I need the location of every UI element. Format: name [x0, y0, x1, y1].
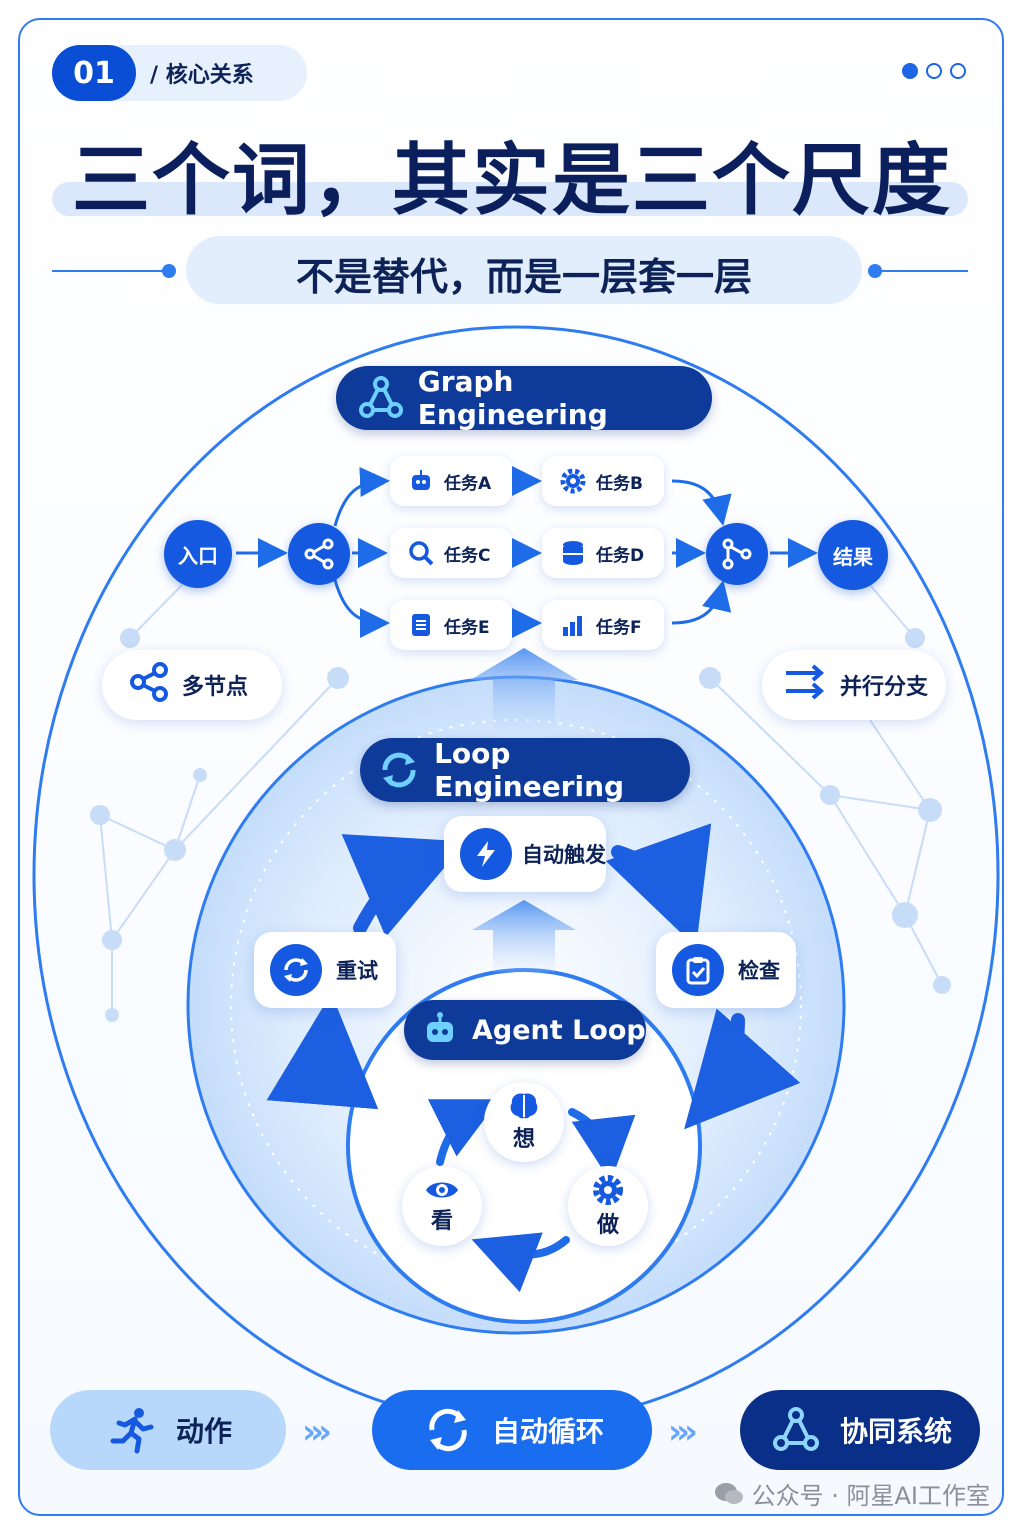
multi-node-card: 多节点 — [102, 650, 282, 720]
see-node: 看 — [402, 1166, 482, 1246]
graph-icon — [354, 371, 408, 425]
task-d: 任务D — [542, 528, 664, 578]
gear-icon — [593, 1175, 623, 1205]
wechat-icon — [714, 1482, 743, 1504]
entry-node: 入口 — [164, 520, 232, 588]
graph-engineering-text: Graph Engineering — [417, 365, 608, 431]
refresh-icon — [420, 1402, 476, 1458]
parallel-arrows-icon — [782, 662, 828, 708]
task-a: 任务A — [390, 456, 512, 506]
auto-loop-pill: 自动循环 — [372, 1390, 652, 1470]
check-card: 检查 — [656, 932, 796, 1008]
graph-icon — [768, 1402, 824, 1458]
document-icon — [406, 610, 436, 640]
merge-icon — [722, 538, 752, 570]
retry-icon — [270, 944, 322, 996]
title-highlight — [52, 182, 968, 216]
split-node — [288, 523, 350, 585]
result-node: 结果 — [818, 520, 888, 590]
page-title: 三个词，其实是三个尺度 — [71, 136, 952, 226]
share-icon — [128, 661, 170, 709]
chevron-right-icon: ››› — [668, 1412, 698, 1452]
think-node: 想 — [484, 1082, 564, 1162]
loop-engineering-label: Loop Engineering — [360, 737, 690, 803]
bar-chart-icon — [558, 610, 588, 640]
robot-icon — [406, 466, 436, 496]
robot-icon — [418, 1003, 462, 1057]
clipboard-check-icon — [672, 944, 724, 996]
auto-trigger-card: 自动触发 — [444, 816, 606, 892]
retry-card: 重试 — [254, 932, 396, 1008]
page-dot-1[interactable] — [902, 63, 918, 79]
running-person-icon — [104, 1402, 160, 1458]
system-pill: 协同系统 — [740, 1390, 980, 1470]
page-dot-3[interactable] — [950, 63, 966, 79]
loop-engineering-text: Loop Engineering — [434, 737, 625, 803]
share-icon — [304, 538, 334, 570]
agent-loop-text: Agent Loop — [472, 1014, 646, 1046]
gear-icon — [558, 466, 588, 496]
watermark: 公众号 · 阿星AI工作室 — [714, 1476, 990, 1511]
page-indicator[interactable] — [902, 63, 966, 79]
refresh-icon — [374, 743, 424, 797]
chevron-right-icon: ››› — [302, 1412, 332, 1452]
task-c: 任务C — [390, 528, 512, 578]
action-pill: 动作 — [50, 1390, 286, 1470]
subtitle: 不是替代，而是一层套一层 — [295, 255, 752, 299]
section-number: 01 — [52, 45, 136, 101]
agent-loop-label: Agent Loop — [404, 1000, 646, 1060]
brain-icon — [510, 1093, 538, 1119]
graph-engineering-label: Graph Engineering — [336, 365, 712, 431]
lightning-icon — [460, 828, 512, 880]
search-icon — [406, 538, 436, 568]
subtitle-line-left — [52, 264, 176, 278]
task-e: 任务E — [390, 600, 512, 650]
subtitle-line-right — [868, 264, 968, 278]
eye-icon — [426, 1182, 458, 1198]
database-icon — [558, 538, 588, 568]
section-label: / 核心关系 — [150, 63, 254, 88]
task-f: 任务F — [542, 600, 664, 650]
do-node: 做 — [568, 1166, 648, 1246]
page-dot-2[interactable] — [926, 63, 942, 79]
parallel-branch-card: 并行分支 — [762, 650, 946, 720]
merge-node — [706, 523, 768, 585]
task-b: 任务B — [542, 456, 664, 506]
subtitle-pill — [186, 236, 862, 304]
